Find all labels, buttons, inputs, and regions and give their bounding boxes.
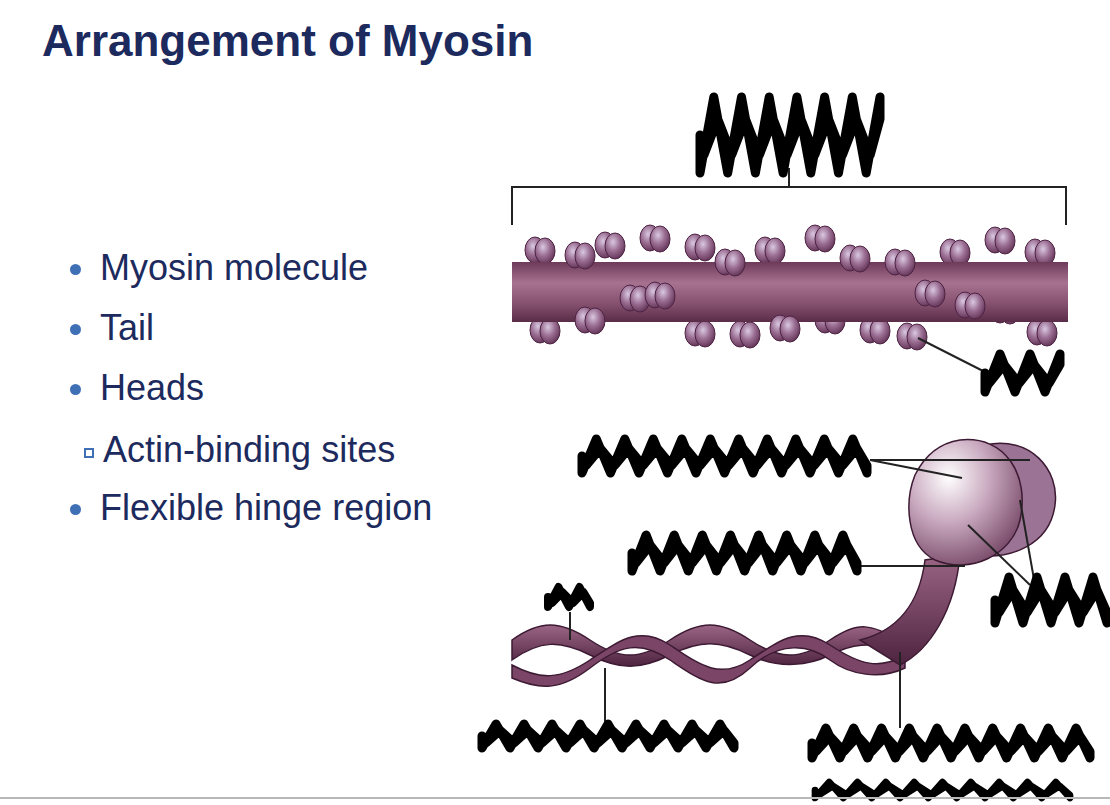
redaction-scribble	[815, 782, 1070, 798]
redaction-scribble	[482, 724, 734, 748]
bracket	[512, 168, 1066, 225]
leader-line	[918, 338, 985, 372]
bullet-text: Tail	[100, 306, 154, 350]
sub-bullet-mark	[84, 448, 94, 458]
slide-title: Arrangement of Myosin	[42, 16, 533, 66]
bullet-mark	[70, 324, 81, 335]
myosin-neck	[860, 555, 960, 665]
redaction-scribble	[995, 577, 1107, 623]
myosin-heads	[909, 440, 1056, 565]
leader-lines	[570, 460, 1035, 728]
redaction-scribble	[632, 535, 857, 571]
redaction-scribbles	[482, 97, 1107, 798]
redaction-scribble	[548, 587, 590, 607]
bullet-mark	[70, 504, 81, 515]
slide-bottom-rule	[0, 797, 1110, 799]
redaction-scribble	[582, 439, 867, 473]
filament-heads	[565, 242, 985, 342]
bullet-text: Heads	[100, 366, 204, 410]
bullet-text: Myosin molecule	[100, 246, 368, 290]
redaction-scribble	[985, 354, 1060, 392]
sub-bullet-text: Actin-binding sites	[103, 428, 395, 472]
redaction-scribble	[812, 728, 1090, 758]
redaction-scribble	[700, 97, 880, 173]
bullet-mark	[70, 384, 81, 395]
bullet-text: Flexible hinge region	[100, 486, 432, 530]
bullet-mark	[70, 264, 81, 275]
